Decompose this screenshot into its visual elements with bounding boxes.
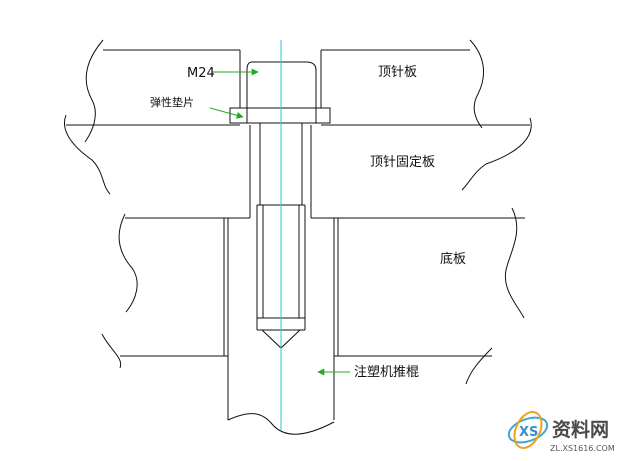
break-line-right-mid [461,117,532,191]
watermark-logo: XS 资料网 ZL.XS1616.COM [507,411,615,453]
break-line-right-bottom [465,347,493,385]
logo-badge-icon: XS [507,411,549,449]
break-line-left-lower [118,213,138,313]
label-ejector-rod: 注塑机推棍 [354,365,419,380]
ejector-rod-break-line [227,413,335,435]
label-ejector-retainer-plate: 顶针固定板 [370,155,435,170]
label-bolt-m24: M24 [187,66,215,81]
break-line-right-top [469,39,485,129]
break-line-left-bottom [101,333,122,369]
label-spring-washer: 弹性垫片 [150,95,194,109]
break-line-left-top [84,39,104,143]
leader-arrows [209,68,350,376]
watermark-url: ZL.XS1616.COM [550,444,615,453]
break-line-left-mid [64,114,111,195]
bolt-m24 [229,61,331,349]
break-line-right-lower [504,207,525,319]
label-ejector-plate: 顶针板 [378,65,417,80]
plate-outlines [64,39,532,435]
logo-badge-text: XS [519,425,538,440]
watermark-text: 资料网 [552,418,609,441]
label-bottom-plate: 底板 [440,251,466,267]
leader-washer [209,107,244,119]
spring-washer [229,107,331,124]
